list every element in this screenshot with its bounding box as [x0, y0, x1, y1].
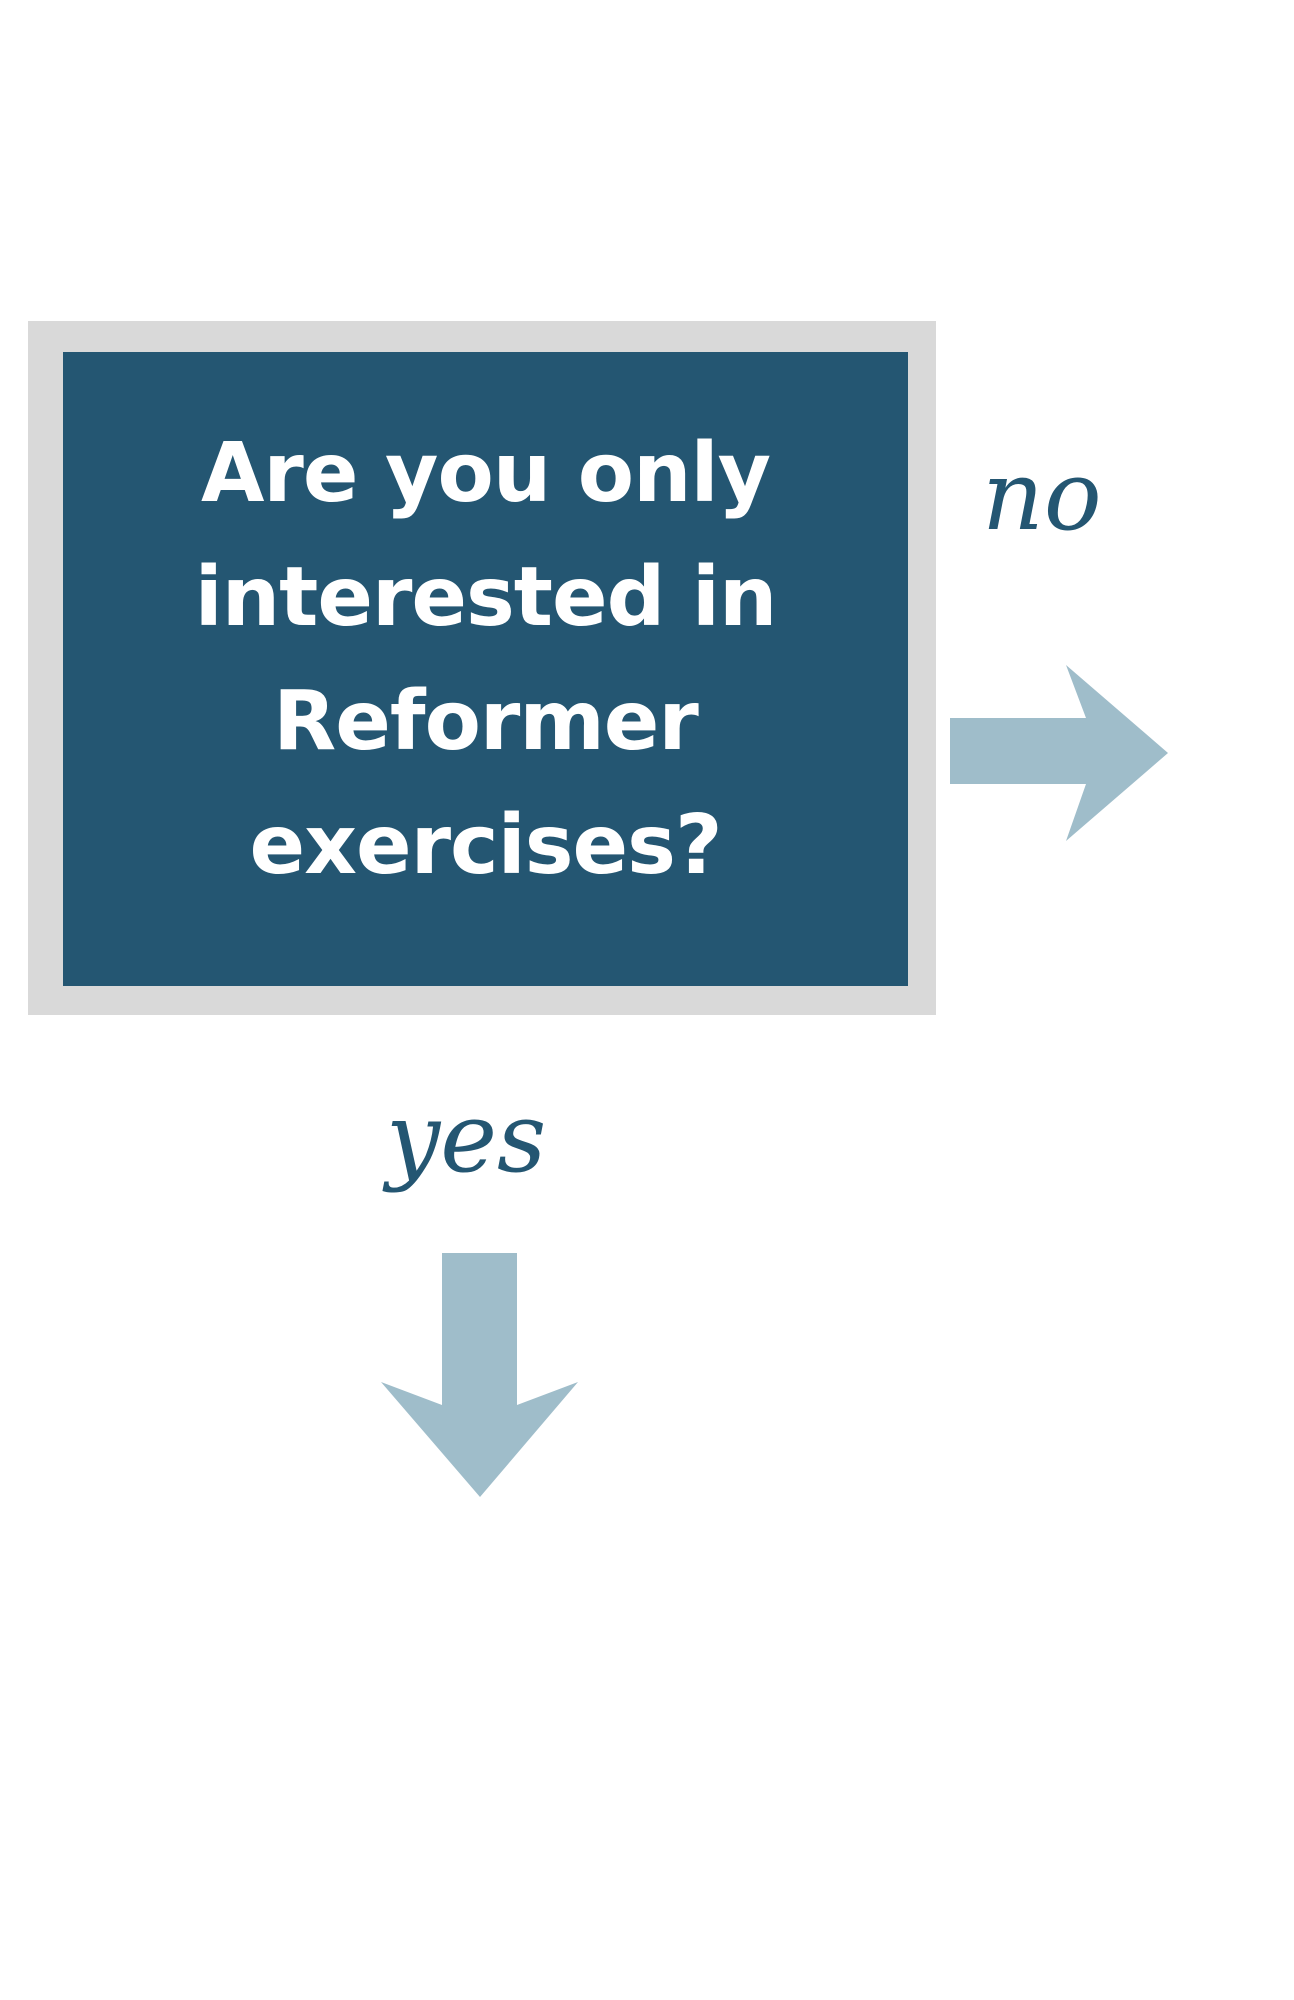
- answer-no-label: no: [982, 440, 1102, 552]
- arrow-down-icon: [381, 1253, 578, 1497]
- question-box: Are you only interested in Reformer exer…: [63, 352, 908, 986]
- answer-yes-label: yes: [386, 1082, 547, 1194]
- arrow-right-icon: [950, 665, 1168, 841]
- question-text: Are you only interested in Reformer exer…: [194, 426, 778, 893]
